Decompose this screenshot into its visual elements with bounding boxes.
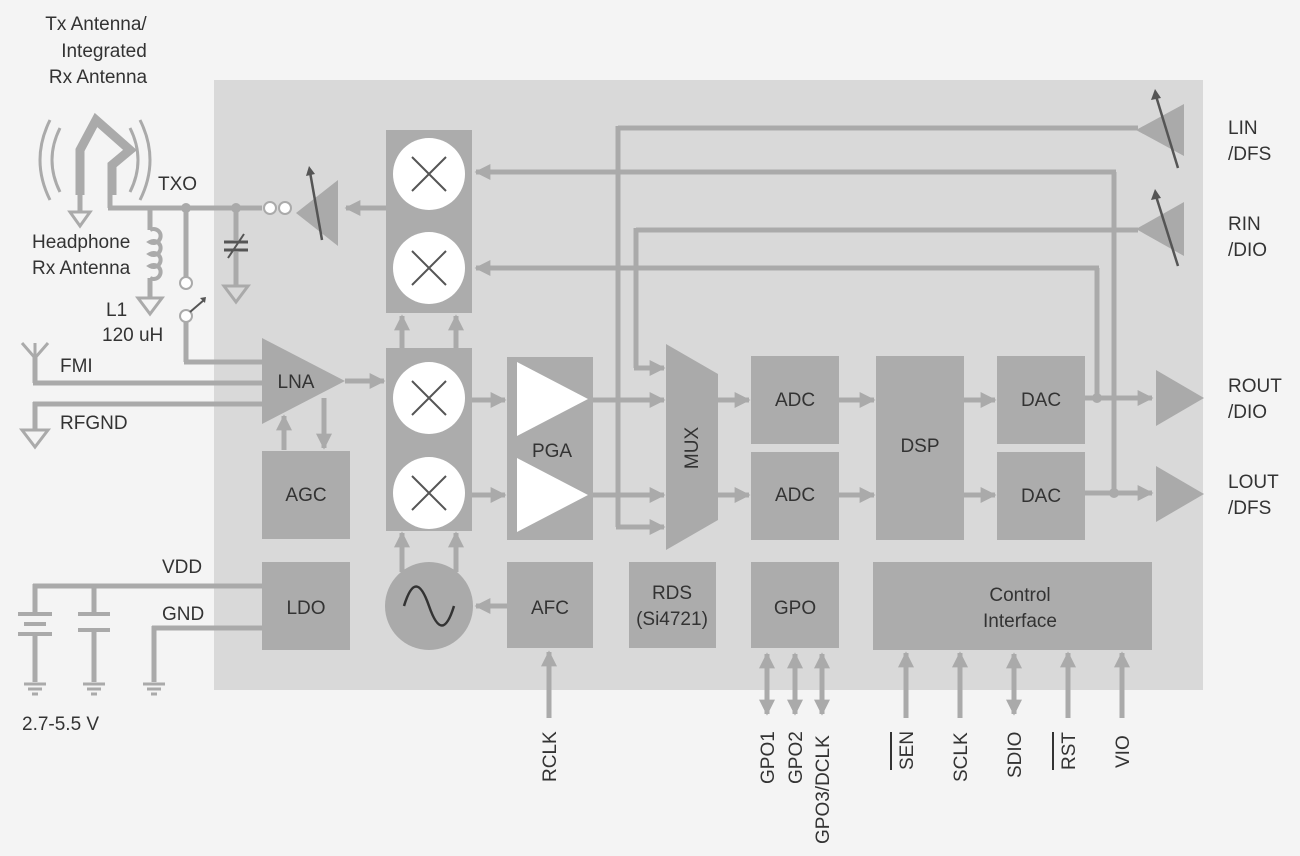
headphone-label-2: Rx Antenna — [32, 258, 131, 279]
ldo-label: LDO — [286, 598, 325, 619]
adc-block-top — [751, 356, 839, 444]
dac-label-top: DAC — [1021, 390, 1061, 411]
adc-label-top: ADC — [775, 390, 815, 411]
afc-label: AFC — [531, 598, 569, 619]
rds-label-1: RDS — [652, 583, 692, 604]
antenna-label-1: Tx Antenna/ — [45, 14, 147, 35]
agc-block — [262, 451, 350, 539]
antenna-icon — [38, 112, 152, 229]
rfgnd-ground-icon — [18, 401, 262, 450]
pga-label: PGA — [532, 441, 572, 462]
gpo-label: GPO — [774, 598, 816, 619]
vio-pin-label: VIO — [1113, 735, 1134, 768]
control-label-1: Control — [989, 585, 1050, 606]
lin-label-2: /DFS — [1228, 144, 1271, 165]
l1-label: L1 — [106, 300, 127, 321]
dsp-label: DSP — [900, 436, 939, 457]
headphone-label-1: Headphone — [32, 232, 130, 253]
oscillator-icon — [385, 562, 473, 650]
rout-label-1: ROUT — [1228, 376, 1282, 397]
mux-block — [666, 344, 718, 550]
sdio-pin-label: SDIO — [1005, 732, 1026, 778]
ldo-block — [262, 562, 350, 650]
lin-amplifier-icon — [1136, 89, 1184, 169]
capacitor-icon — [221, 208, 251, 305]
vdd-label: VDD — [162, 557, 202, 578]
txo-label: TXO — [158, 174, 197, 195]
sclk-pin-label: SCLK — [951, 732, 972, 782]
rin-label-1: RIN — [1228, 214, 1261, 235]
rin-label-2: /DIO — [1228, 240, 1267, 261]
lout-label-1: LOUT — [1228, 472, 1279, 493]
rin-amplifier-icon — [1136, 189, 1184, 267]
fmi-antenna-icon — [20, 342, 262, 386]
gpo-block — [751, 562, 839, 648]
dac-block-top — [997, 356, 1085, 444]
adc-label-bottom: ADC — [775, 485, 815, 506]
rclk-pin-label: RCLK — [540, 731, 561, 782]
lout-label-2: /DFS — [1228, 498, 1271, 519]
dac-label-bottom: DAC — [1021, 486, 1061, 507]
supply-voltage-label: 2.7-5.5 V — [22, 714, 99, 735]
lna-label: LNA — [278, 372, 315, 393]
rout-label-2: /DIO — [1228, 402, 1267, 423]
rst-pin-label: RST — [1059, 732, 1080, 770]
rout-amplifier-icon — [1156, 370, 1204, 426]
control-label-2: Interface — [983, 611, 1057, 632]
control-interface-block — [873, 562, 1152, 650]
switch-icon — [179, 208, 262, 365]
gpo1-pin-label: GPO1 — [758, 731, 779, 784]
lout-amplifier-icon — [1156, 466, 1204, 522]
agc-label: AGC — [285, 485, 326, 506]
l1-value-label: 120 uH — [102, 325, 163, 346]
gpo2-pin-label: GPO2 — [786, 731, 807, 784]
antenna-label-3: Rx Antenna — [49, 67, 148, 88]
mixer-icons — [393, 138, 465, 529]
rds-block — [629, 562, 716, 648]
antenna-label-2: Integrated — [61, 41, 147, 62]
tx-amplifier-icon — [296, 166, 386, 246]
rds-label-2: (Si4721) — [636, 609, 708, 630]
inductor-l1-icon — [135, 208, 165, 317]
lna-block — [262, 338, 345, 424]
mux-label: MUX — [682, 427, 703, 470]
adc-block-bottom — [751, 452, 839, 540]
gpo3-pin-label: GPO3/DCLK — [813, 735, 834, 844]
afc-block — [507, 562, 593, 648]
sen-pin-label: SEN — [897, 731, 918, 770]
gnd-label: GND — [162, 604, 204, 625]
rfgnd-label: RFGND — [60, 413, 128, 434]
dac-block-bottom — [997, 452, 1085, 540]
dsp-block — [876, 356, 964, 540]
fmi-label: FMI — [60, 356, 93, 377]
lin-label-1: LIN — [1228, 118, 1258, 139]
power-supply-icon — [18, 583, 262, 696]
